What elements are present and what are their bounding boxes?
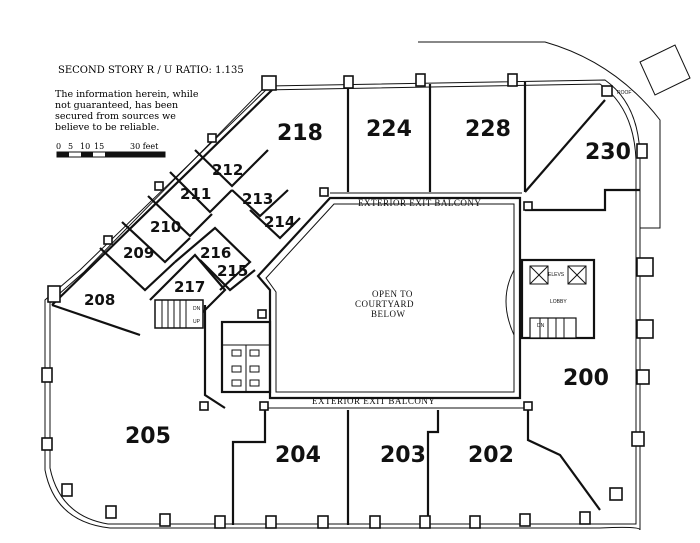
room-labels: 218 224 228 230 212 211 213 214 210 209 …: [84, 117, 631, 468]
courtyard-label-3: BELOW: [371, 309, 406, 319]
wall-209: [99, 247, 176, 292]
scale-tick-10: 10: [80, 142, 90, 151]
room-205: 205: [125, 424, 171, 449]
room-209: 209: [123, 244, 154, 262]
room-208: 208: [84, 291, 115, 309]
wall-core-west: [203, 305, 226, 409]
room-212: 212: [212, 161, 243, 179]
lobby-label: LOBBY: [550, 299, 567, 305]
elevator-lobby: ELEVS LOBBY DN: [520, 258, 596, 340]
room-204: 204: [275, 443, 321, 468]
wall-210: [121, 221, 191, 264]
room-217: 217: [174, 278, 205, 296]
courtyard-curve: [505, 269, 515, 336]
disclaimer-line-2: not guaranteed, has been: [55, 100, 178, 111]
room-213: 213: [242, 190, 273, 208]
nw-exterior-wall: [51, 89, 273, 306]
room-203: 203: [380, 443, 426, 468]
west-stair-dn: DN: [193, 306, 201, 312]
room-218: 218: [277, 121, 323, 146]
disclaimer-line-3: secured from sources we: [55, 111, 176, 122]
courtyard-label-1: OPEN TO: [372, 289, 413, 299]
disclaimer-line-4: believe to be reliable.: [55, 122, 159, 133]
room-215: 215: [217, 262, 248, 280]
scale-bar: 0 5 10 15 30 feet: [56, 142, 166, 158]
elevators-label: ELEVS: [548, 272, 565, 278]
wall-214: [249, 209, 301, 240]
courtyard-label-2: COURTYARD: [355, 299, 414, 309]
room-211: 211: [180, 185, 211, 203]
room-200: 200: [563, 366, 609, 391]
building-outline-inner: [49, 83, 637, 525]
wall-205-204: [231, 410, 267, 525]
columns: [41, 73, 654, 529]
courtyard-inner: [265, 203, 515, 393]
wall-217: [149, 253, 227, 316]
disclaimer-line-1: The information herein, while: [55, 89, 199, 100]
room-210: 210: [150, 218, 181, 236]
scale-tick-15: 15: [94, 142, 104, 151]
room-216: 216: [200, 244, 231, 262]
west-stair: DN UP: [154, 299, 204, 329]
roof-label: ROOF: [617, 90, 631, 96]
wall-203-202: [426, 410, 440, 525]
wall-213: [231, 189, 289, 218]
roof-outline: [418, 41, 661, 229]
wall-211: [147, 195, 213, 238]
wall-215: [199, 259, 256, 292]
wall-230-diag: [524, 99, 606, 193]
east-stair-dn: DN: [537, 323, 545, 329]
room-230: 230: [585, 140, 631, 165]
restroom-core: [220, 320, 272, 394]
wall-211b: [169, 171, 233, 214]
room-214: 214: [264, 213, 295, 231]
room-202: 202: [468, 443, 514, 468]
scale-tick-5: 5: [68, 142, 73, 151]
room-228: 228: [465, 117, 511, 142]
wall-208-bottom: [51, 303, 141, 337]
west-stair-up: UP: [193, 319, 201, 325]
courtyard-outline: [256, 196, 522, 400]
wall-230-bottom: [525, 188, 640, 212]
building-outline: [44, 79, 641, 531]
room-224: 224: [366, 117, 412, 142]
wall-212: [194, 149, 269, 188]
scale-end-label: 30 feet: [130, 142, 159, 151]
balcony-bottom-label: EXTERIOR EXIT BALCONY: [312, 396, 435, 406]
roof-vent: [639, 44, 691, 96]
wall-202-200: [526, 410, 601, 511]
plan-title: SECOND STORY R / U RATIO: 1.135: [58, 65, 244, 76]
wall-216: [174, 226, 252, 291]
balcony-top-label: EXTERIOR EXIT BALCONY: [358, 198, 481, 208]
scale-tick-0: 0: [56, 142, 61, 151]
